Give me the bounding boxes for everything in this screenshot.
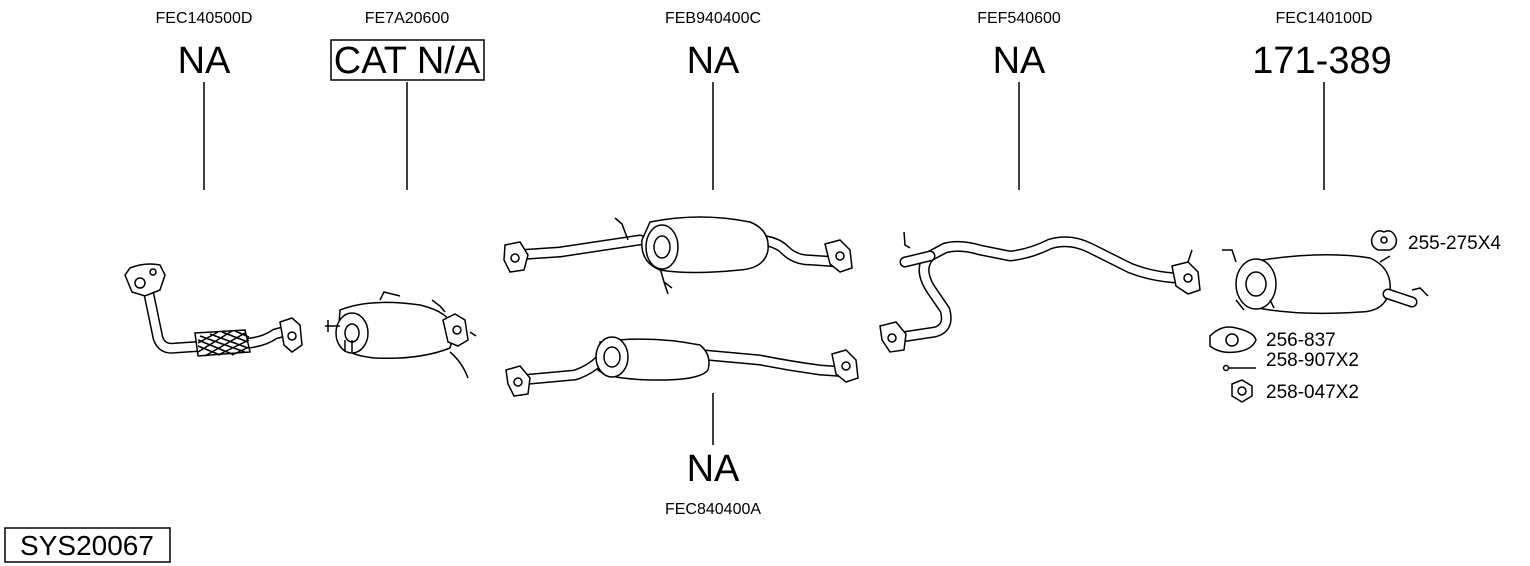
- part-ref-mid-pipe: NA: [993, 40, 1046, 82]
- part-code-catalyst: FE7A20600: [365, 10, 450, 27]
- part-ref-catalyst: CAT N/A: [334, 40, 481, 82]
- part-ref-centre-box-lower: NA: [687, 448, 740, 490]
- catalyst-ref-box: [330, 39, 485, 81]
- centre-silencer-lower-drawing: [505, 336, 859, 397]
- part-code-front-pipe: FEC140500D: [156, 10, 253, 27]
- part-ref-front-pipe: NA: [178, 40, 231, 82]
- accessory-ref-hanger: 255-275X4: [1408, 233, 1501, 254]
- part-ref-centre-box-upper: NA: [687, 40, 740, 82]
- system-code-box: [4, 527, 171, 563]
- part-code-mid-pipe: FEF540600: [977, 10, 1061, 27]
- accessory-ref-gasket: 256-837: [1266, 330, 1336, 351]
- catalyst-drawing: [325, 291, 477, 379]
- part-code-centre-box-upper: FEB940400C: [665, 10, 761, 27]
- front-pipe-drawing: [124, 263, 303, 357]
- accessory-ref-bolt: 258-907X2: [1266, 350, 1359, 371]
- part-code-centre-box-lower: FEC840400A: [665, 501, 761, 518]
- nut-icon: [1231, 379, 1253, 403]
- part-ref-rear-box: 171-389: [1252, 40, 1391, 82]
- part-code-rear-box: FEC140100D: [1276, 10, 1373, 27]
- rear-silencer-drawing: [1222, 249, 1429, 315]
- gasket-icon: [1209, 326, 1257, 354]
- centre-silencer-upper-drawing: [503, 216, 853, 295]
- accessory-ref-nut: 258-047X2: [1266, 382, 1359, 403]
- bolt-icon: [1222, 364, 1256, 372]
- rubber-hanger-icon: [1370, 230, 1398, 251]
- system-code: SYS20067: [20, 530, 154, 561]
- mid-pipe-drawing: [879, 231, 1201, 353]
